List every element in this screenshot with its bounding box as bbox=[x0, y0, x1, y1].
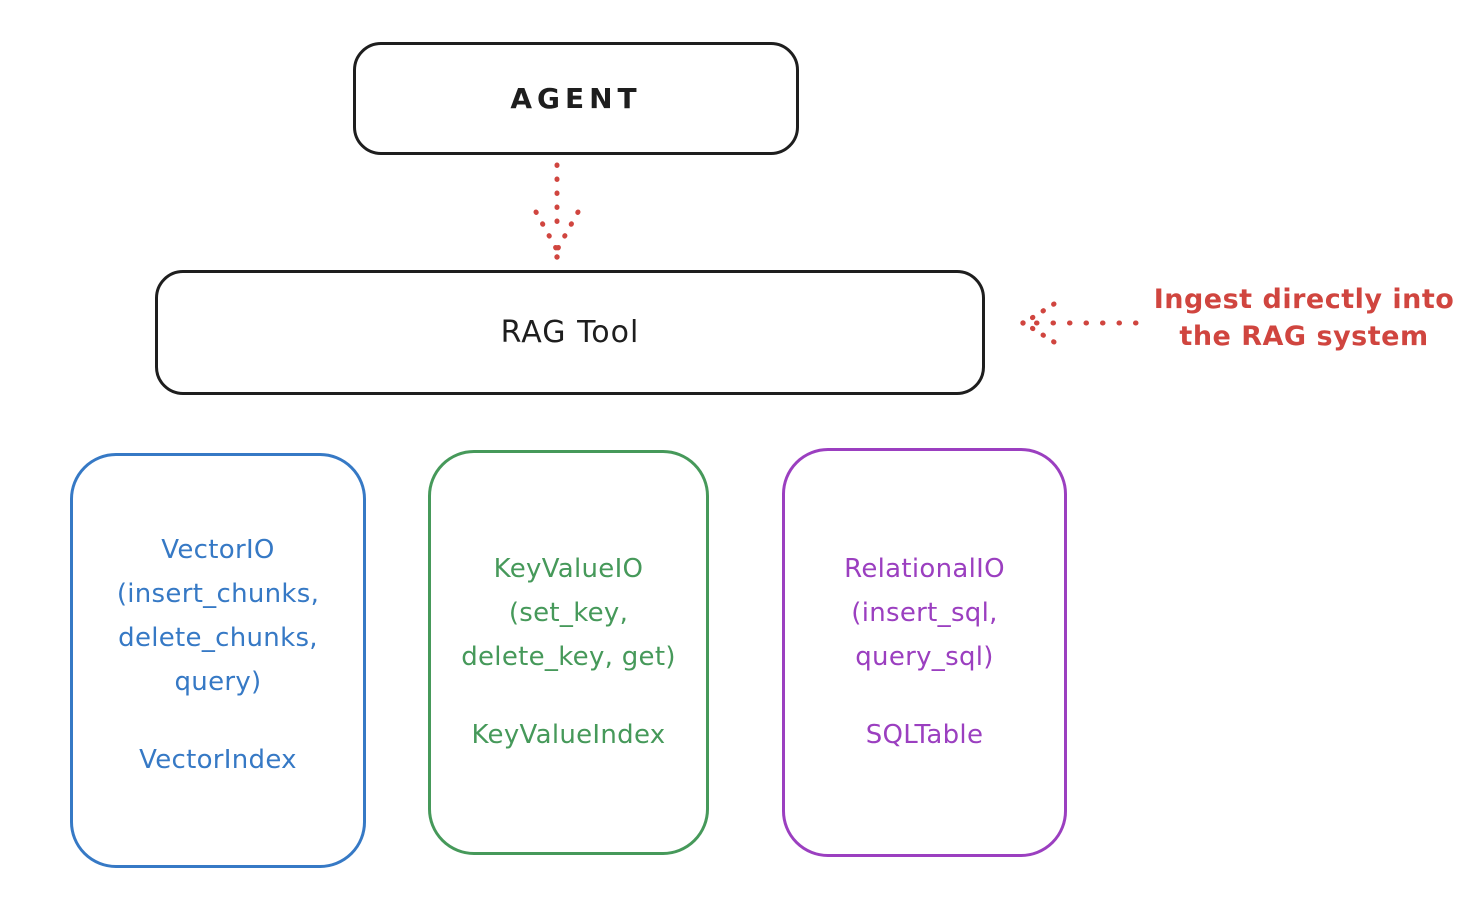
keyvalueio-signature: KeyValueIO (set_key, delete_key, get) bbox=[461, 554, 676, 672]
vectorio-index-label: VectorIndex bbox=[139, 745, 297, 775]
rag-tool-box-label: RAG Tool bbox=[500, 315, 640, 350]
dotted-arrow-down-icon bbox=[533, 162, 581, 260]
agent-box-label: AGENT bbox=[510, 82, 642, 115]
relationalio-box: RelationalIO (insert_sql, query_sql) SQL… bbox=[782, 448, 1067, 857]
relationalio-index-label: SQLTable bbox=[865, 720, 984, 750]
keyvalueio-index-label: KeyValueIndex bbox=[471, 720, 666, 750]
rag-tool-box: RAG Tool bbox=[155, 270, 985, 395]
vectorio-box: VectorIO (insert_chunks, delete_chunks, … bbox=[70, 453, 366, 868]
vectorio-signature: VectorIO (insert_chunks, delete_chunks, … bbox=[116, 535, 320, 697]
keyvalueio-box: KeyValueIO (set_key, delete_key, get) Ke… bbox=[428, 450, 709, 855]
relationalio-signature: RelationalIO (insert_sql, query_sql) bbox=[844, 554, 1005, 672]
dotted-arrow-left-icon bbox=[1020, 301, 1139, 345]
agent-box: AGENT bbox=[353, 42, 799, 155]
annotation-ingest-note: Ingest directly into the RAG system bbox=[1153, 284, 1455, 352]
